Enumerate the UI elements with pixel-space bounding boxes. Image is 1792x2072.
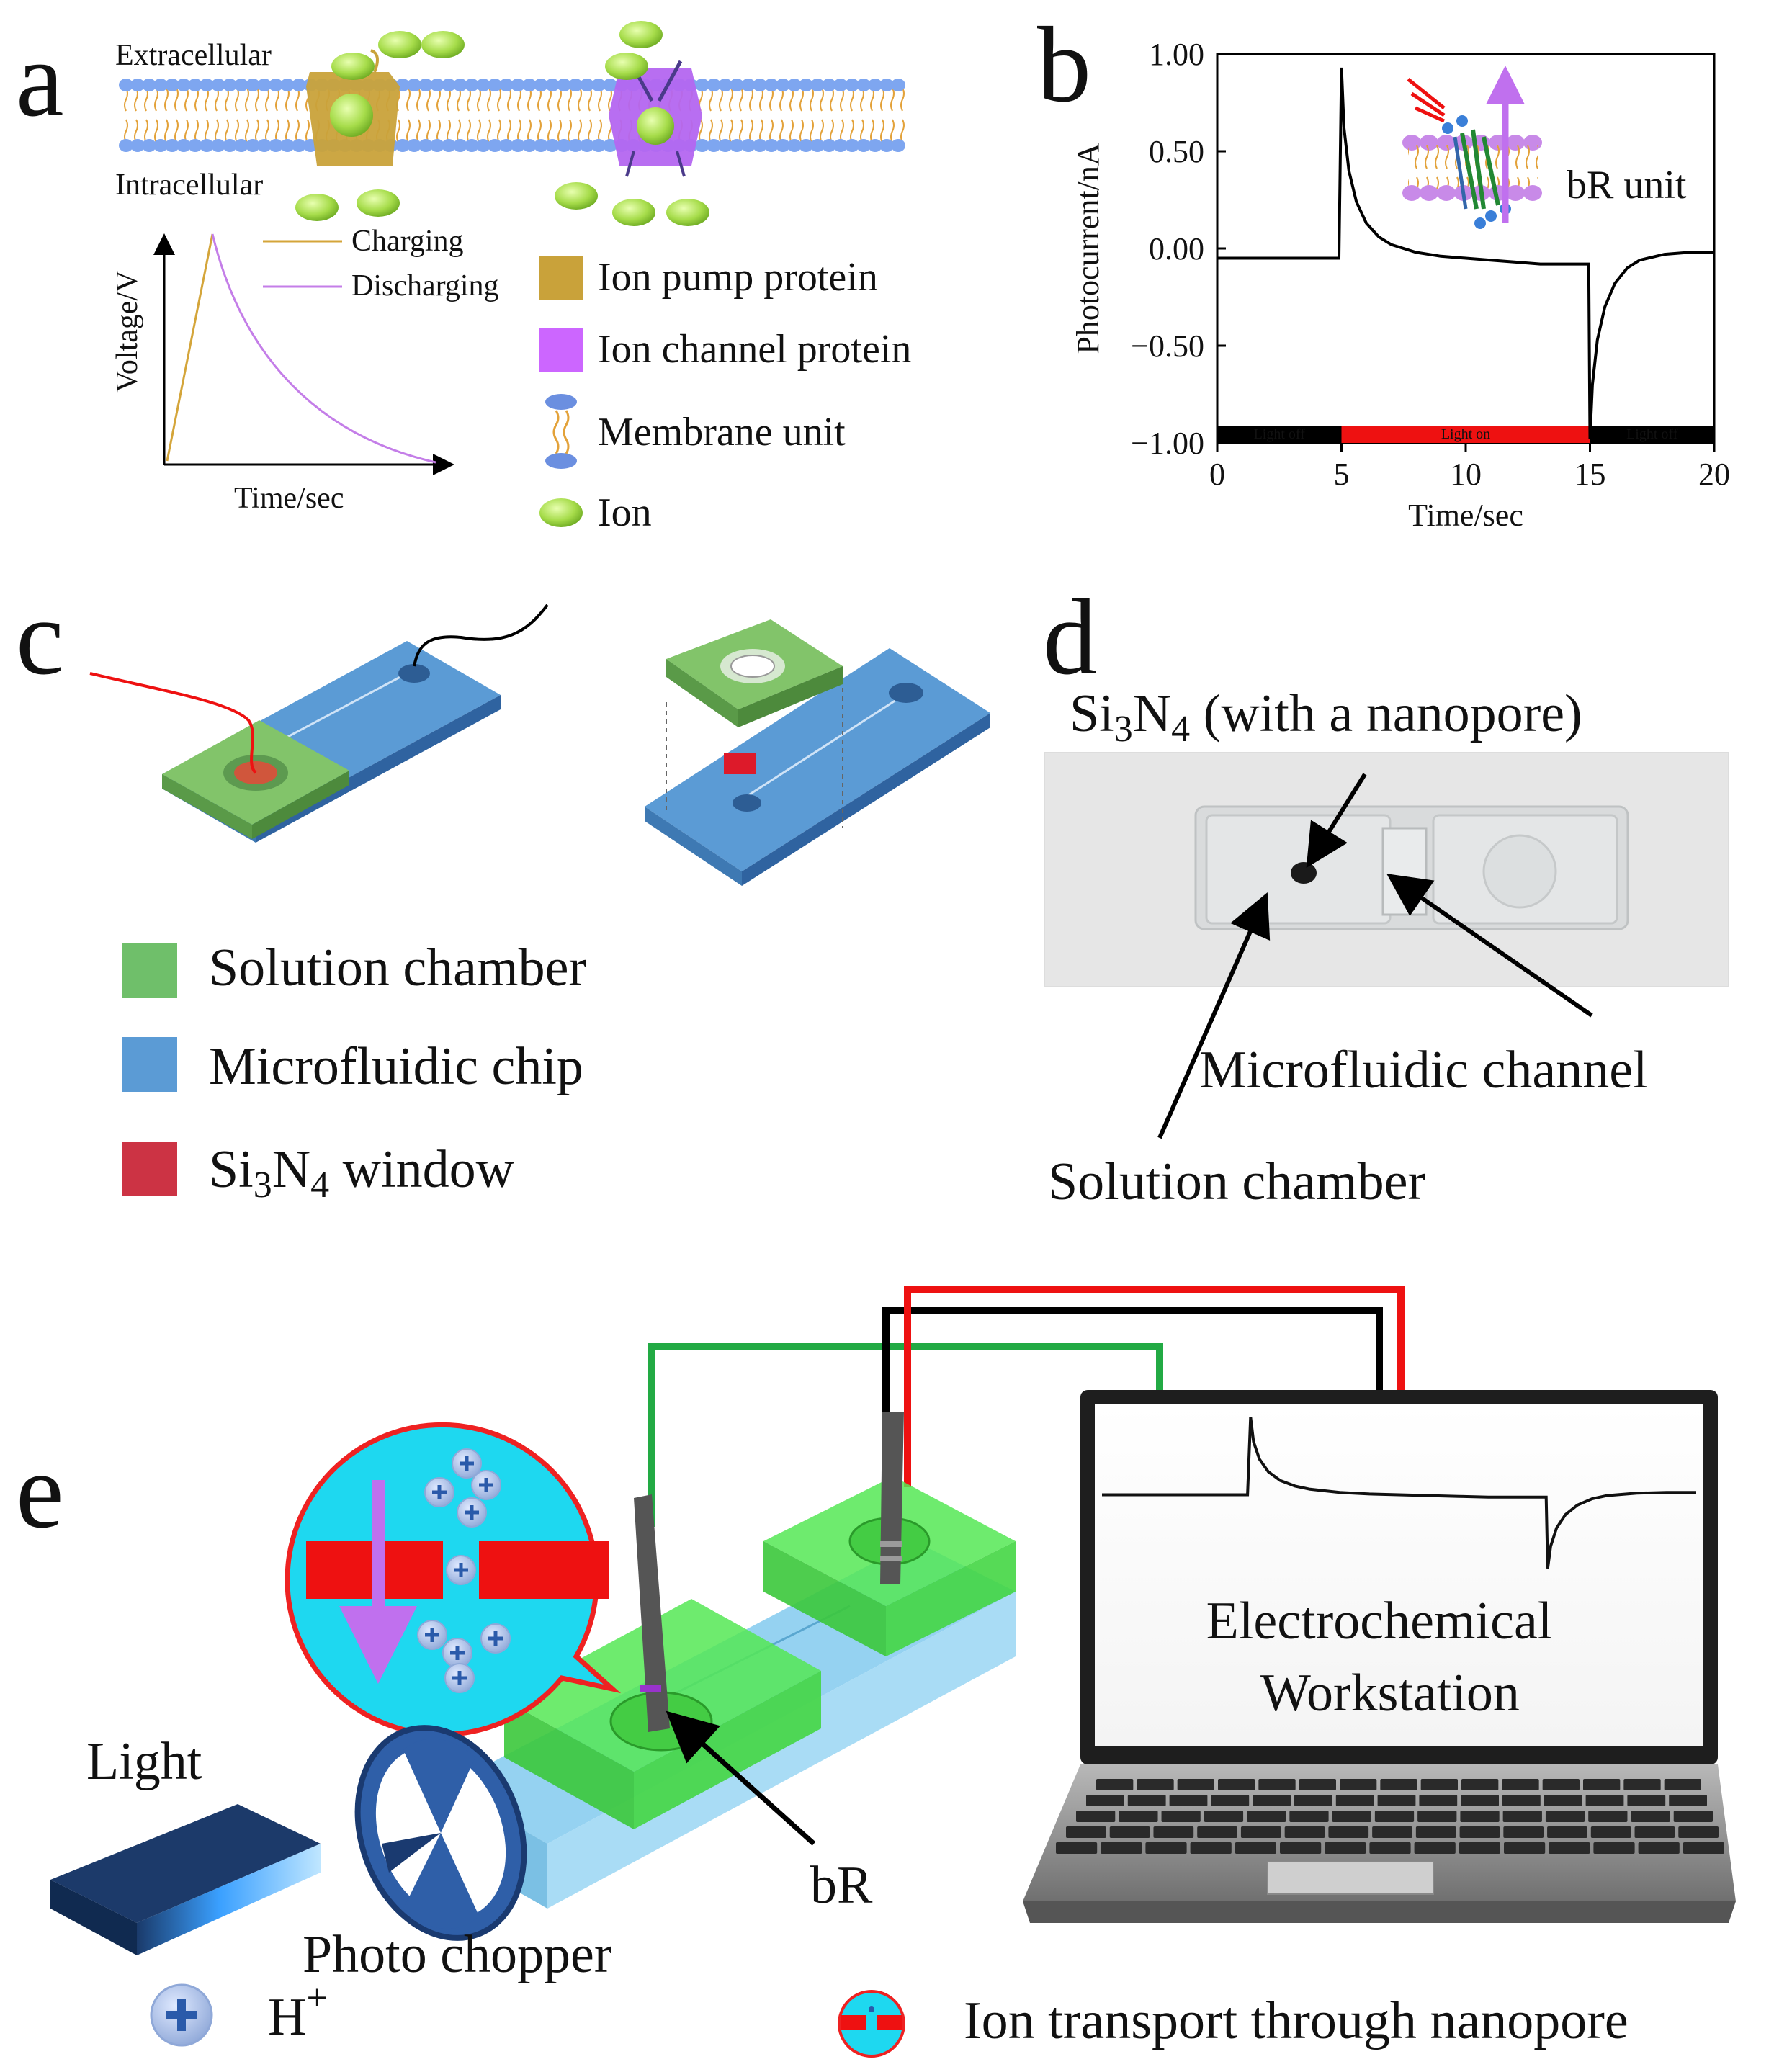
light-segment-label: Light off [1254,426,1306,442]
br-unit-label: bR unit [1567,163,1687,207]
legend-ion-channel: Ion channel protein [598,327,911,372]
laptop-workstation [1023,1390,1736,1923]
ion-channel-protein-icon [609,60,702,177]
x-tick-label: 20 [1698,457,1730,492]
light-segment-bar [1590,426,1714,443]
light-segment-bar [1217,426,1342,443]
light-source-icon [50,1804,321,1955]
panel-c-legend: Solution chamber Microfluidic chip Si3N4… [122,938,586,1206]
x-axis-label: Time/sec [1408,498,1523,533]
light-segment-label: Light on [1441,426,1490,442]
photo-chopper-label: Photo chopper [303,1925,612,1984]
panel-a-legend: Ion pump protein Ion channel protein Mem… [539,255,911,535]
panel-c-letter: c [16,578,64,697]
legend-membrane-unit: Membrane unit [598,410,846,454]
x-tick-label: 0 [1209,457,1225,492]
red-wire [904,1286,1405,1487]
legend-solution-chamber: Solution chamber [209,938,586,997]
workstation-line1: Electrochemical [1206,1592,1553,1651]
microfluidic-chip-swatch [122,1037,177,1092]
si3n4-nanopore-label: Si3N4 (with a nanopore) [1070,684,1582,750]
y-tick-label: 1.00 [1149,37,1204,72]
photocurrent-line [1217,67,1714,439]
panel-e: e [16,1286,1736,2058]
panel-d: d Si3N4 (with a nanopore) Microfluidic c… [1043,578,1729,1211]
panel-a: a Extracellular Intracellular [16,19,911,535]
ion-pump-protein-icon [306,49,400,166]
time-xlabel: Time/sec [234,482,344,515]
br-unit-inset: bR unit [1402,66,1687,229]
y-tick-label: −0.50 [1131,328,1204,364]
nanopore-transport-icon [838,1990,905,2058]
plot-frame [1216,53,1716,444]
voltage-plot: Voltage/V Time/sec Charging Discharging [111,225,499,515]
black-wire [882,1307,1383,1487]
microfluidic-channel-label: Microfluidic channel [1199,1041,1648,1100]
light-segment-label: Light off [1626,426,1678,442]
microfluidic-chip-3d [447,1412,1016,1909]
x-tick-label: 15 [1574,457,1606,492]
panel-c: c [16,578,990,1206]
panel-a-letter: a [16,19,64,139]
legend-microfluidic-chip: Microfluidic chip [209,1037,583,1096]
legend-ion: Ion [598,490,652,535]
solution-chamber-swatch [122,943,177,998]
y-tick-label: 0.50 [1149,134,1204,169]
x-tick-label: 10 [1450,457,1482,492]
charging-label: Charging [351,225,464,258]
y-tick-label: 0.00 [1149,231,1204,266]
discharging-label: Discharging [351,269,499,302]
ion-particles [295,21,709,226]
legend-ion-pump: Ion pump protein [598,255,878,300]
legend-proton: H+ [268,1978,328,2047]
panel-e-letter: e [16,1431,64,1551]
light-label: Light [86,1732,202,1791]
solution-chamber-label: Solution chamber [1048,1152,1425,1211]
panel-b-letter: b [1037,5,1091,125]
si3n4-window-swatch [122,1142,177,1196]
panel-e-legend: H+ Ion transport through nanopore [150,1978,1629,2058]
ion-icon [539,498,583,527]
ion-pump-swatch [539,256,583,300]
voltage-ylabel: Voltage/V [111,270,144,393]
x-tick-label: 5 [1334,457,1350,492]
lipid-membrane [119,79,908,152]
br-label: bR [810,1856,873,1915]
ion-channel-swatch [539,328,583,372]
membrane-unit-icon [545,394,577,469]
panel-d-letter: d [1043,578,1097,697]
assembled-chip-illustration [89,604,549,843]
legend-si3n4-window: Si3N4 window [209,1140,515,1206]
exploded-chip-illustration [645,619,990,886]
intracellular-label: Intracellular [115,169,263,202]
extracellular-label: Extracellular [115,39,272,72]
workstation-line2: Workstation [1260,1664,1520,1723]
legend-ion-transport: Ion transport through nanopore [964,1991,1629,2050]
photo-chopper-icon [354,1725,527,1941]
y-axis-label: Photocurrent/nA [1070,143,1106,354]
chip-photo [1044,752,1729,987]
light-segment-bar [1341,426,1590,443]
panel-b: b 1.00 0.50 0.00 −0.50 −1.000 5 10 15 20Time/sec… [1037,5,1730,533]
y-tick-label: −1.00 [1131,426,1204,461]
